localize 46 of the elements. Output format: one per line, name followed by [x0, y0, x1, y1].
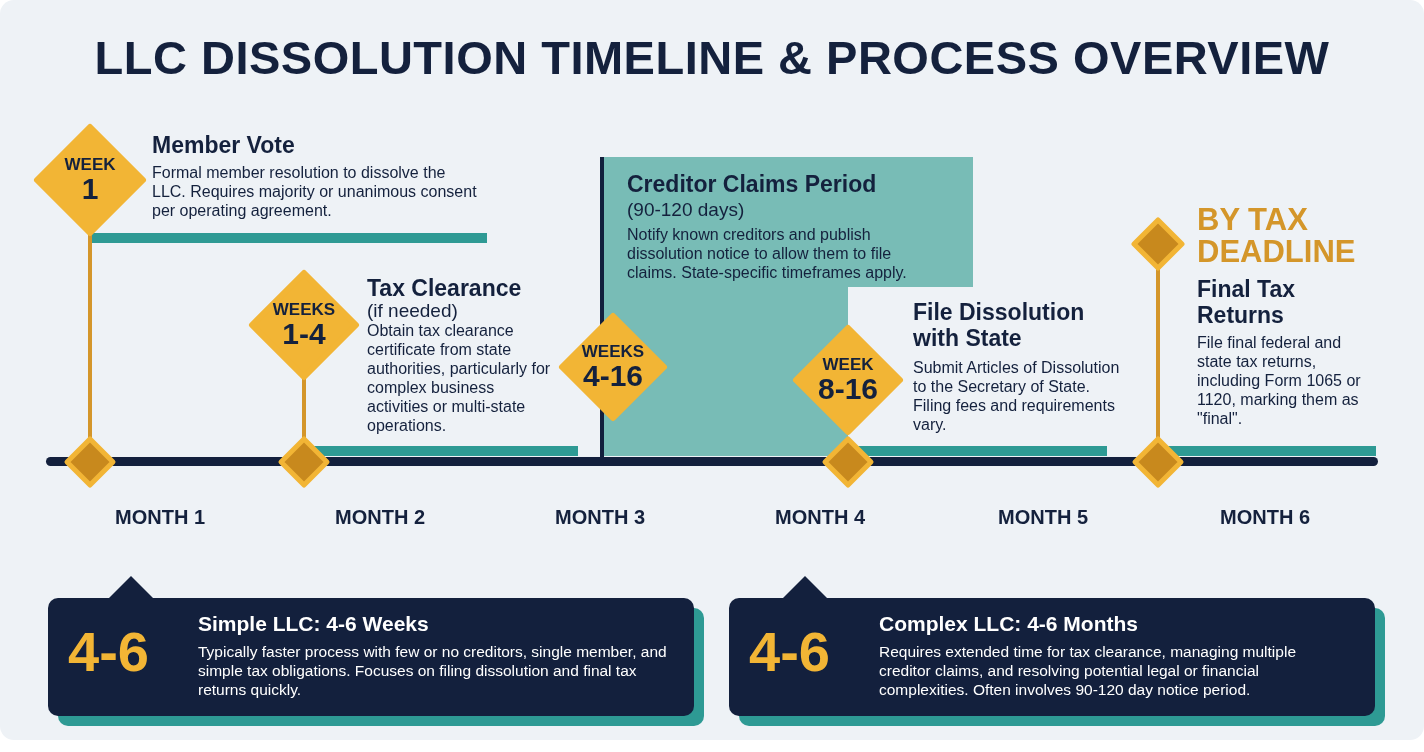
month-label: MONTH 6: [1219, 506, 1311, 529]
timeline-marker: [1133, 437, 1183, 487]
title: LLC DISSOLUTION TIMELINE & PROCESS OVERVIEW: [93, 30, 1331, 85]
card-heading: Simple LLC: 4-6 Weeks: [198, 612, 429, 636]
milestone-diamond: [794, 326, 902, 434]
duration-number: 4-6: [749, 622, 830, 682]
timeline-marker: [823, 437, 873, 487]
duration-number: 4-6: [68, 622, 149, 682]
event-heading: File Dissolution with State: [913, 299, 1086, 351]
timeline-marker: [279, 437, 329, 487]
event-heading: Tax Clearance: [367, 275, 523, 301]
milestone-diamond: [35, 125, 145, 235]
week-label: WEEK: [822, 356, 874, 374]
event-description: Obtain tax clearance certificate from state authorities, particularly for complex business activities or multi-state operations.: [367, 321, 552, 435]
period-heading: Creditor Claims Period: [627, 171, 878, 197]
week-label: WEEK: [64, 156, 116, 174]
connector-line: [88, 233, 92, 439]
period-description: Notify known creditors and publish dissolution notice to allow them to file claims. State-specific timeframes apply.: [627, 225, 908, 282]
connector-line: [302, 377, 306, 439]
milestone-diamond: [250, 271, 358, 379]
timeline-marker: [1132, 218, 1184, 270]
month-label: MONTH 5: [997, 506, 1089, 529]
event-description: File final federal and state tax returns, including Form 1065 or 1120, marking them as "final".: [1197, 333, 1362, 428]
month-label: MONTH 2: [334, 506, 426, 529]
week-number: 1: [81, 174, 99, 204]
event-heading: Final Tax Returns: [1197, 276, 1296, 328]
week-number: 8-16: [817, 374, 878, 404]
event-heading: Member Vote: [152, 132, 296, 158]
card-description: Typically faster process with few or no creditors, single member, and simple tax obligations. Focuses on filing dissolution and final tax returns quickly.: [198, 642, 668, 699]
event-description: Formal member resolution to dissolve the LLC. Requires majority or unanimous consent per operating agreement.: [152, 163, 478, 220]
card-description: Requires extended time for tax clearance, managing multiple creditor claims, and resolving potential legal or financial complexities. Often involves 90-120 day notice period.: [879, 642, 1297, 699]
deadline-label: BY TAX DEADLINE: [1197, 204, 1357, 268]
milestone-diamond: [560, 314, 666, 420]
card-heading: Complex LLC: 4-6 Months: [879, 612, 1138, 636]
week-label: WEEKS: [581, 343, 645, 361]
week-label: WEEKS: [272, 301, 336, 319]
week-number: 4-16: [582, 361, 643, 391]
connector-line: [1156, 268, 1160, 439]
week-number: 1-4: [282, 319, 326, 349]
month-label: MONTH 3: [554, 506, 646, 529]
month-label: MONTH 1: [114, 506, 206, 529]
event-description: Submit Articles of Dissolution to the Secretary of State. Filing fees and requirements vary.: [913, 358, 1121, 434]
event-note: (if needed): [367, 301, 459, 321]
month-label: MONTH 4: [774, 506, 866, 529]
timeline-marker: [65, 437, 115, 487]
period-note: (90-120 days): [627, 200, 746, 220]
